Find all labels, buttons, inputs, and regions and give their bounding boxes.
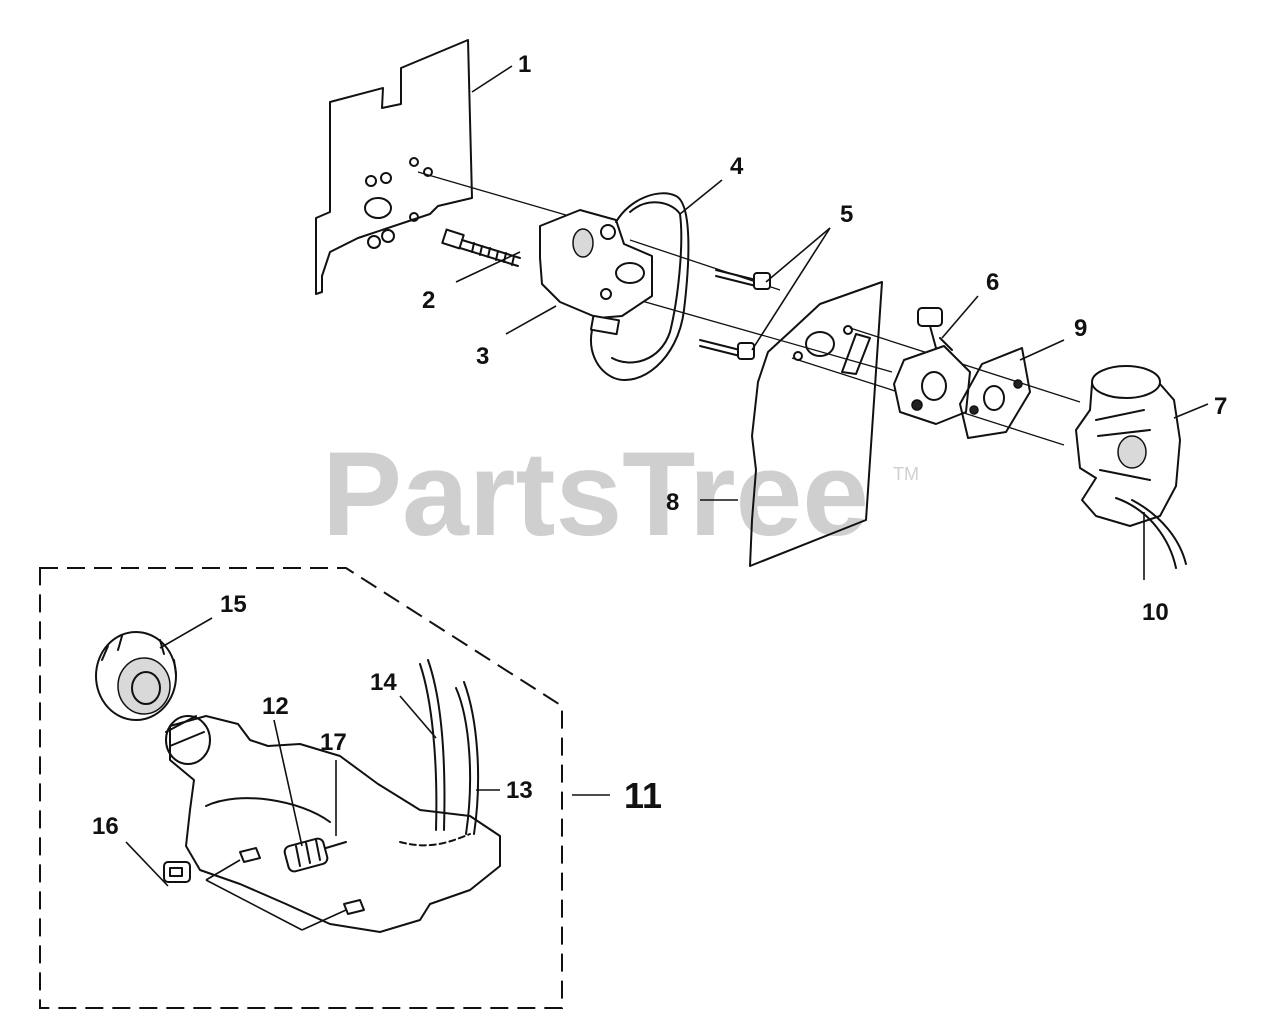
part-14-fuel-line: [419, 659, 446, 831]
fuel-tank: [165, 715, 501, 933]
callout-2: 2: [422, 287, 435, 314]
part-1-insulator-plate: [315, 39, 473, 295]
part-15-fuel-cap: [95, 631, 177, 721]
fuel-tank-kit-boundary: [39, 567, 563, 1009]
callout-13: 13: [506, 777, 533, 804]
callout-1: 1: [518, 51, 531, 78]
watermark-tm: TM: [893, 464, 919, 484]
callout-6: 6: [986, 269, 999, 296]
callout-3: 3: [476, 343, 489, 370]
callout-14: 14: [370, 669, 397, 696]
callout-17: 17: [320, 729, 347, 756]
callout-16: 16: [92, 813, 119, 840]
part-5-screws: [699, 269, 771, 360]
callout-4: 4: [730, 153, 744, 180]
callout-10: 10: [1142, 599, 1169, 626]
callout-11: 11: [624, 775, 662, 816]
part-16-grommet: [163, 861, 191, 883]
part-8-spacer-plate: [749, 281, 883, 567]
alignment-axes: [417, 171, 1081, 446]
callout-7: 7: [1214, 393, 1227, 420]
callout-5: 5: [840, 201, 853, 228]
part-6-intake: [893, 307, 971, 425]
watermark: PartsTree: [322, 427, 869, 561]
part-7-carburetor: [1075, 365, 1187, 569]
callout-15: 15: [220, 591, 247, 618]
part-9-gasket: [959, 347, 1031, 439]
callout-8: 8: [666, 489, 679, 516]
part-12-fuel-filter: [283, 837, 347, 873]
part-13-fuel-line: [455, 681, 480, 835]
callout-9: 9: [1074, 315, 1087, 342]
leader-lines: [125, 65, 1209, 931]
part-4-tube: [589, 192, 690, 381]
part-2-bolt: [441, 228, 521, 267]
part-3-adapter: [539, 209, 653, 319]
callout-12: 12: [262, 693, 289, 720]
